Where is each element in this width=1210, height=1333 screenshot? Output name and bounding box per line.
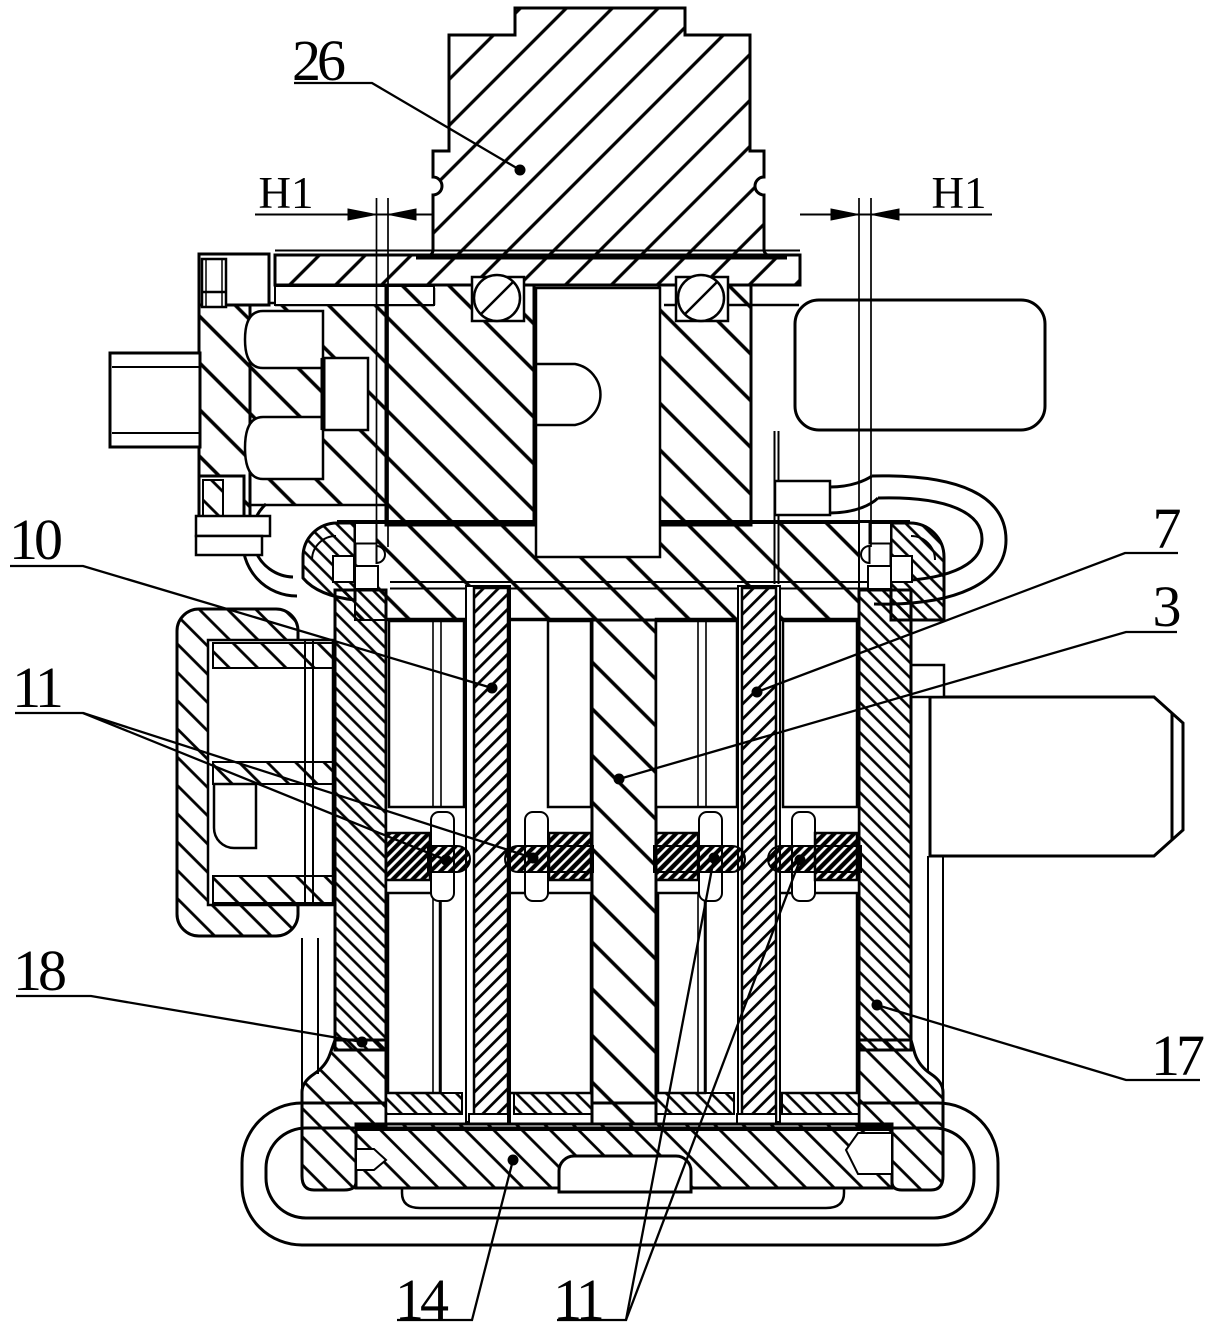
svg-text:11: 11 bbox=[12, 655, 61, 720]
svg-text:7: 7 bbox=[1153, 496, 1181, 561]
svg-text:26: 26 bbox=[292, 28, 345, 93]
svg-text:17: 17 bbox=[1151, 1023, 1204, 1088]
svg-text:H1: H1 bbox=[259, 168, 314, 218]
svg-text:11: 11 bbox=[553, 1267, 602, 1332]
svg-text:18: 18 bbox=[13, 938, 65, 1003]
svg-text:H1: H1 bbox=[932, 168, 987, 218]
svg-text:10: 10 bbox=[9, 507, 61, 572]
svg-text:14: 14 bbox=[395, 1267, 449, 1332]
svg-text:3: 3 bbox=[1153, 574, 1180, 639]
